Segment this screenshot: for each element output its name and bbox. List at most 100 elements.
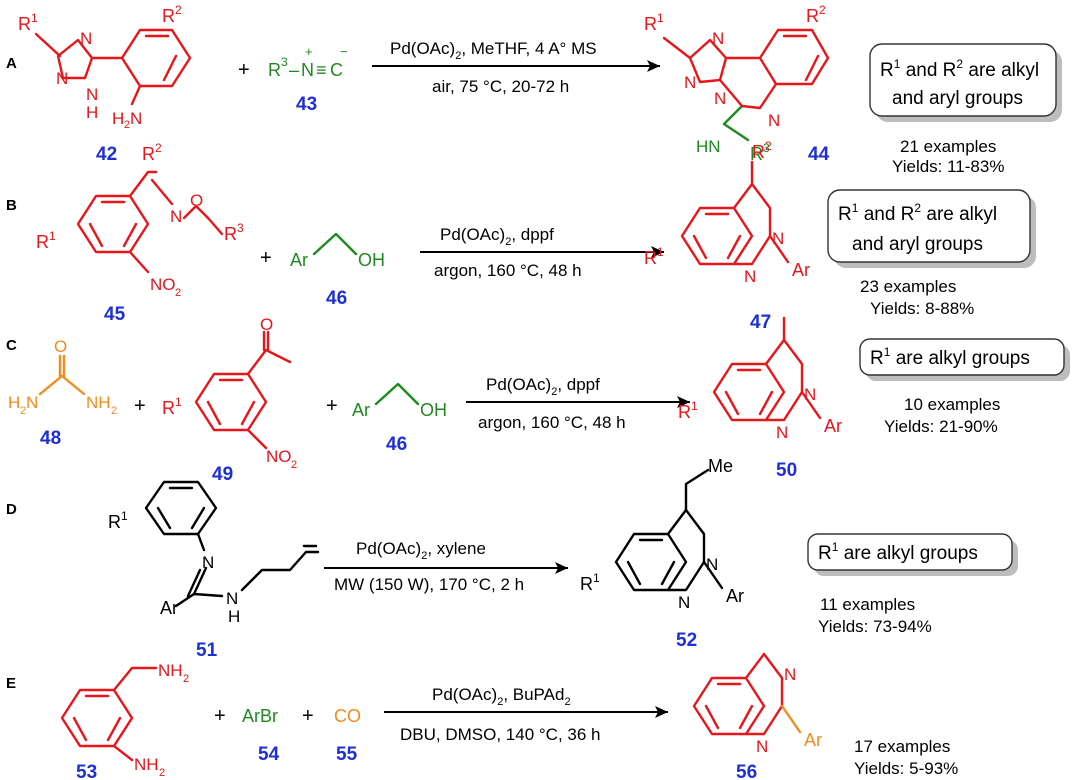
svg-text:R: R <box>752 142 765 162</box>
svg-text:R: R <box>644 14 657 34</box>
svg-text:2: 2 <box>291 459 297 471</box>
examples-a: 21 examples <box>900 137 996 156</box>
svg-text:1: 1 <box>657 245 664 259</box>
compound-number-48: 48 <box>40 428 61 449</box>
compound-51-structure: R 1 N Ar N H <box>108 480 320 626</box>
compound-number-54: 54 <box>258 744 280 765</box>
examples-c: 10 examples <box>904 395 1000 414</box>
svg-text:N: N <box>80 29 92 48</box>
compound-50-structure: N N Ar R 1 <box>678 316 842 442</box>
substituent-box-c <box>859 338 1065 376</box>
svg-text:R: R <box>18 14 31 34</box>
svg-text:2: 2 <box>155 141 162 155</box>
svg-text:1: 1 <box>121 509 128 523</box>
svg-text:OH: OH <box>420 400 447 420</box>
svg-text:Ar: Ar <box>792 260 810 280</box>
svg-text:3: 3 <box>281 55 288 69</box>
row-label-c: C <box>6 337 17 354</box>
svg-text:+: + <box>326 395 338 417</box>
row-a: A R 1 N N N H R 2 H 2 N 42 + R 3 – <box>6 3 1062 176</box>
svg-text:N: N <box>776 423 788 442</box>
svg-text:–: – <box>289 60 299 80</box>
compound-49-structure: O R 1 NO 2 <box>162 315 297 471</box>
svg-text:N: N <box>768 111 780 130</box>
svg-text:and aryl groups: and aryl groups <box>852 234 983 255</box>
svg-text:2: 2 <box>183 673 189 685</box>
row-e: E NH 2 NH 2 53 + ArBr 54 + CO 55 Pd(OAc)… <box>6 652 958 780</box>
compound-number-42: 42 <box>96 144 117 165</box>
svg-text:R1 and R2 are alkyl: R1 and R2 are alkyl <box>838 201 997 225</box>
svg-text:H: H <box>86 103 98 122</box>
svg-text:R: R <box>36 232 49 252</box>
svg-text:O: O <box>260 315 273 334</box>
svg-text:N: N <box>712 29 724 48</box>
svg-text:Pd(OAc)2, dppf: Pd(OAc)2, dppf <box>440 225 554 248</box>
svg-text:2: 2 <box>175 3 182 17</box>
substituent-box-d <box>807 533 1013 571</box>
svg-text:Ar: Ar <box>804 730 822 750</box>
svg-text:N: N <box>756 737 768 756</box>
compound-45-structure: R 2 N O R 3 R 1 NO 2 <box>36 141 244 299</box>
svg-text:N: N <box>678 593 690 612</box>
compound-number-45: 45 <box>104 304 126 325</box>
svg-text:R: R <box>108 512 121 532</box>
svg-text:1: 1 <box>31 11 38 25</box>
compound-number-53: 53 <box>76 762 97 780</box>
row-label-d: D <box>6 501 17 518</box>
svg-text:1: 1 <box>175 395 182 409</box>
examples-e: 17 examples <box>854 737 950 756</box>
svg-text:+: + <box>302 705 314 727</box>
conditions-bottom-a: air, 75 °C, 20-72 h <box>432 77 569 96</box>
compound-number-46-c: 46 <box>386 434 407 455</box>
svg-text:2: 2 <box>175 287 181 299</box>
svg-text:1: 1 <box>593 571 600 585</box>
svg-text:2: 2 <box>124 119 130 131</box>
svg-text:+: + <box>134 395 146 417</box>
svg-text:OH: OH <box>358 250 385 270</box>
row-label-b: B <box>6 197 17 214</box>
svg-text:R: R <box>162 398 175 418</box>
svg-text:N: N <box>744 267 756 286</box>
conditions-bottom-c: argon, 160 °C, 48 h <box>478 413 626 432</box>
svg-text:Pd(OAc)2, xylene: Pd(OAc)2, xylene <box>356 539 486 562</box>
svg-text:HN: HN <box>696 137 721 156</box>
svg-text:−: − <box>340 44 348 59</box>
yields-d: Yields: 73-94% <box>818 617 932 636</box>
svg-text:3: 3 <box>763 141 770 155</box>
svg-text:R: R <box>806 6 819 26</box>
svg-text:NO: NO <box>266 447 292 466</box>
compound-44-structure: R 1 N N N N R 2 HN R 3 <box>644 3 830 164</box>
svg-text:R1 and R2 are alkyl: R1 and R2 are alkyl <box>880 57 1039 81</box>
svg-text:N: N <box>772 229 784 248</box>
svg-text:N: N <box>784 665 796 684</box>
yields-e: Yields: 5-93% <box>854 759 958 778</box>
svg-text:N: N <box>26 393 38 412</box>
svg-text:2: 2 <box>20 405 26 417</box>
examples-b: 23 examples <box>860 277 956 296</box>
svg-text:+: + <box>260 247 272 269</box>
row-label-a: A <box>6 55 17 72</box>
reagent-arbr: ArBr <box>242 706 278 726</box>
svg-text:R1 are alkyl groups: R1 are alkyl groups <box>870 345 1030 369</box>
row-c: C O H 2 N NH 2 48 + O R 1 NO 2 49 + <box>6 315 1070 485</box>
compound-42-structure: R 1 N N N H R 2 H 2 N <box>18 3 192 131</box>
row-b: B R 2 N O R 3 R 1 NO 2 45 + Ar OH 46 <box>6 139 1036 333</box>
substituent-box-a <box>869 43 1057 117</box>
svg-text:R: R <box>162 6 175 26</box>
compound-number-52: 52 <box>676 630 697 651</box>
svg-text:+: + <box>305 44 313 59</box>
svg-text:N: N <box>226 589 238 608</box>
compound-number-43: 43 <box>296 94 317 115</box>
svg-text:Ar: Ar <box>824 416 842 436</box>
compound-46-structure-b: Ar OH <box>290 232 385 270</box>
svg-text:R1 are alkyl groups: R1 are alkyl groups <box>818 540 978 564</box>
svg-text:R: R <box>142 144 155 164</box>
svg-text:+: + <box>214 705 226 727</box>
svg-text:≡: ≡ <box>316 60 327 80</box>
svg-text:Ar: Ar <box>726 586 744 606</box>
reagent-co: CO <box>334 706 361 726</box>
compound-47-structure: R 2 N N Ar R 1 <box>644 139 810 286</box>
svg-text:N: N <box>86 85 98 104</box>
yields-c: Yields: 21-90% <box>884 417 998 436</box>
